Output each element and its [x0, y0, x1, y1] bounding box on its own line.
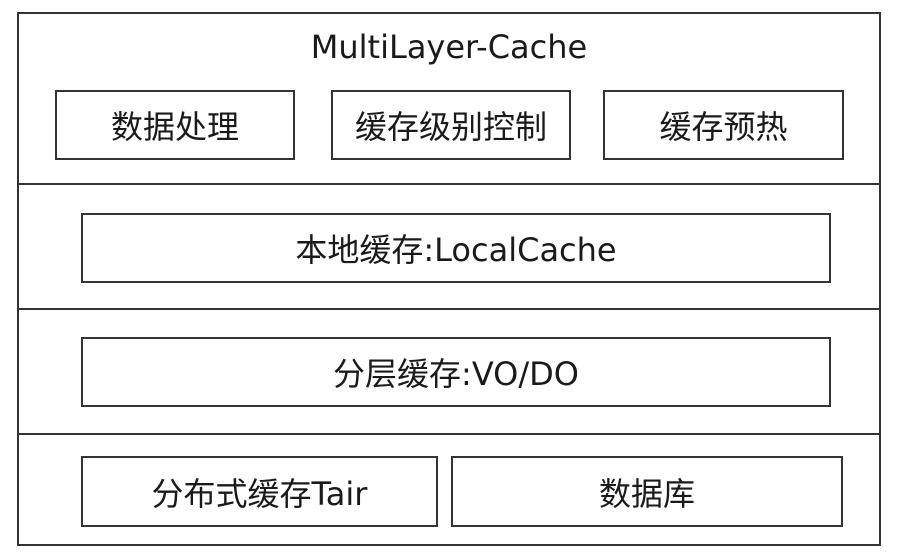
box-local-cache: 本地缓存:LocalCache — [81, 213, 831, 283]
architecture-frame: MultiLayer-Cache 数据处理 缓存级别控制 缓存预热 本地缓存:L… — [17, 12, 881, 546]
box-database: 数据库 — [451, 456, 843, 527]
box-distributed-cache: 分布式缓存Tair — [81, 456, 438, 527]
box-cache-warmup: 缓存预热 — [603, 90, 844, 160]
box-data-processing: 数据处理 — [55, 90, 295, 160]
layer-divider-1 — [19, 183, 879, 185]
layer-divider-3 — [19, 433, 879, 435]
box-cache-level-control: 缓存级别控制 — [331, 90, 571, 160]
layer-divider-2 — [19, 308, 879, 310]
box-tiered-cache: 分层缓存:VO/DO — [81, 337, 831, 407]
diagram-title: MultiLayer-Cache — [310, 28, 588, 66]
